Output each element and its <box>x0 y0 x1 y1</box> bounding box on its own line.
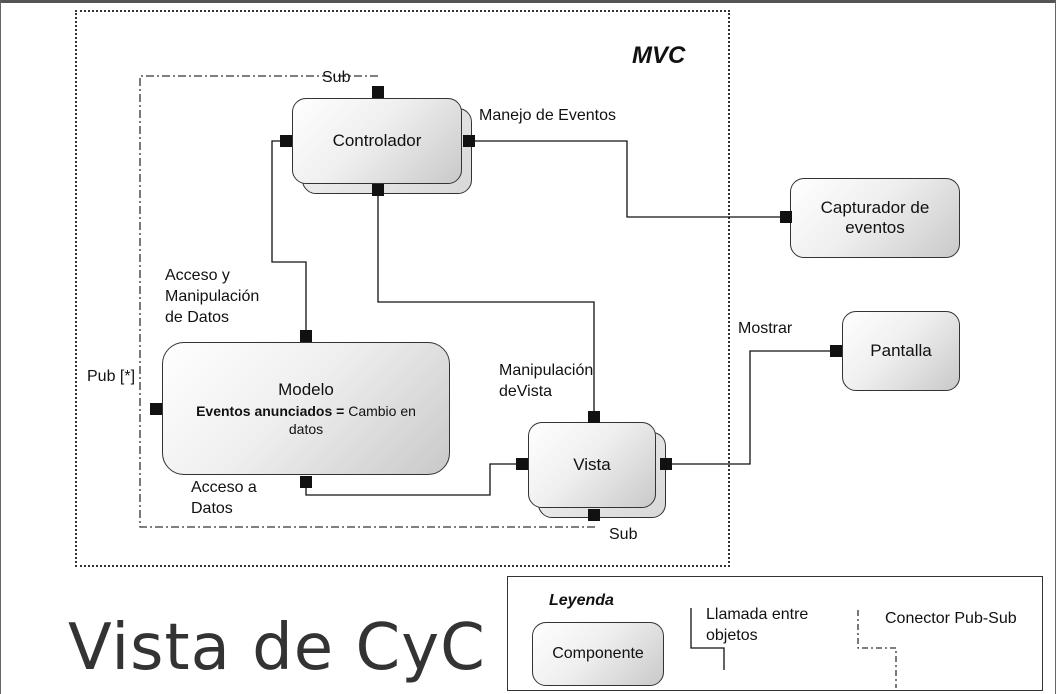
pubsub-bus-line <box>139 75 596 528</box>
port-vista-bottom <box>588 509 600 521</box>
capturador-component[interactable]: Capturador de eventos <box>790 178 960 258</box>
port-controlador-right <box>463 135 475 147</box>
port-pantalla-left <box>830 345 842 357</box>
port-vista-left <box>516 458 528 470</box>
legend-pubsub-symbol <box>857 610 897 688</box>
acceso-manipulacion-label-1: Acceso y <box>165 267 230 284</box>
port-capturador-left <box>780 211 792 223</box>
mvc-group-title: MVC <box>632 42 686 69</box>
legend-box <box>507 576 1043 691</box>
sub-label-top: Sub <box>322 69 351 86</box>
call-line-controlador-vista <box>377 190 595 416</box>
port-modelo-top <box>300 330 312 342</box>
port-vista-right <box>660 458 672 470</box>
call-line-controlador-modelo <box>271 140 307 335</box>
modelo-description-bold: Eventos anunciados = <box>196 402 345 419</box>
pub-label: Pub [*] <box>87 368 136 385</box>
port-modelo-left <box>150 403 162 415</box>
call-line-controlador-capturador <box>475 140 784 218</box>
mvc-group-boundary <box>75 10 730 567</box>
acceso-manipulacion-label-2: Manipulación <box>165 288 260 305</box>
pantalla-component[interactable]: Pantalla <box>842 311 960 391</box>
call-line-vista-pantalla <box>666 350 836 465</box>
legend-call-label-2: objetos <box>706 627 758 644</box>
port-vista-top <box>588 411 600 423</box>
modelo-description: Eventos anunciados = Cambio en datos <box>186 402 426 438</box>
port-controlador-bottom <box>372 184 384 196</box>
legend-title: Leyenda <box>549 592 614 609</box>
acceso-manipulacion-label-3: de Datos <box>165 309 230 326</box>
vista-component[interactable]: Vista <box>528 422 656 508</box>
call-line-modelo-vista <box>305 463 521 496</box>
modelo-label: Modelo <box>278 379 334 399</box>
acceso-datos-label-2: Datos <box>191 500 233 517</box>
legend-pubsub-label: Conector Pub-Sub <box>885 610 1017 627</box>
legend-component-sample: Componente <box>532 622 664 686</box>
vista-label: Vista <box>573 455 611 474</box>
port-modelo-bottom <box>300 476 312 488</box>
controlador-component[interactable]: Controlador <box>292 98 462 184</box>
port-controlador-top <box>372 86 384 98</box>
pantalla-label: Pantalla <box>870 341 932 360</box>
controlador-label: Controlador <box>332 131 422 150</box>
modelo-description-rest: Cambio en datos <box>288 402 416 437</box>
legend-call-label-1: Llamada entre <box>706 606 809 623</box>
capturador-label: Capturador de eventos <box>820 198 930 237</box>
modelo-component[interactable]: Modelo Eventos anunciados = Cambio en da… <box>162 342 450 475</box>
mostrar-label: Mostrar <box>738 320 793 337</box>
page-title: Vista de CyC <box>68 611 486 685</box>
port-controlador-left <box>280 135 292 147</box>
manipulacion-vista-label-2: deVista <box>499 383 553 400</box>
legend-call-symbol <box>690 608 725 670</box>
acceso-datos-label-1: Acceso a <box>191 479 257 496</box>
manipulacion-vista-label-1: Manipulación <box>499 362 594 379</box>
sub-label-bottom: Sub <box>609 526 638 543</box>
manejo-eventos-label: Manejo de Eventos <box>479 107 616 124</box>
legend-component-label: Componente <box>552 645 644 662</box>
